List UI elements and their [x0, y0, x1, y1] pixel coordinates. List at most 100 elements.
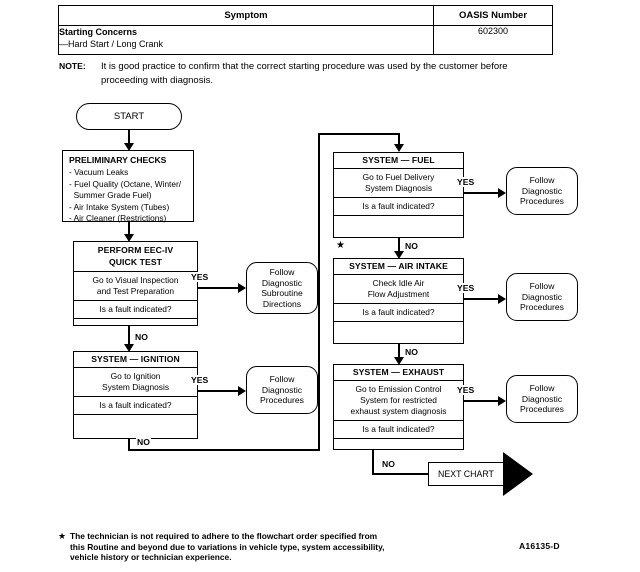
arrowhead-down-ignition: [124, 344, 134, 352]
flow-node-follow-procedures-ignition[interactable]: Follow Diagnostic Procedures: [246, 366, 318, 414]
column-header-oasis-number: OASIS Number: [433, 5, 553, 26]
footnote-line-2: this Routine and beyond due to variation…: [70, 541, 385, 552]
exhaust-action-line2: System for restricted: [360, 395, 437, 405]
exhaust-action-line3: exhaust system diagnosis: [350, 406, 447, 416]
exhaust-action: Go to Emission Control System for restri…: [334, 381, 463, 421]
procedures2-line-1: Follow: [529, 175, 555, 186]
air-intake-yes-label: YES: [456, 283, 476, 293]
arrowhead-down-fuel: [394, 144, 404, 152]
procedures4-line-3: Procedures: [520, 404, 564, 415]
exhaust-header: SYSTEM — EXHAUST: [334, 365, 463, 381]
flow-node-system-air-intake[interactable]: SYSTEM — AIR INTAKE Check Idle Air Flow …: [333, 258, 464, 344]
ignition-no-label: NO: [136, 437, 151, 447]
air-intake-action: Check Idle Air Flow Adjustment: [334, 275, 463, 304]
air-intake-header: SYSTEM — AIR INTAKE: [334, 259, 463, 275]
air-intake-action-line1: Check Idle Air: [372, 278, 425, 288]
preliminary-checks-item-1: - Fuel Quality (Octane, Winter/: [69, 178, 182, 189]
ignition-header: SYSTEM — IGNITION: [74, 352, 197, 368]
air-intake-action-line2: Flow Adjustment: [367, 289, 430, 299]
connector-ignition-no-down: [128, 439, 130, 451]
next-chart-arrow-icon: [503, 452, 533, 496]
preliminary-checks-item-3: - Air Intake System (Tubes): [69, 201, 170, 212]
flow-node-quick-test[interactable]: PERFORM EEC-IV QUICK TEST Go to Visual I…: [73, 241, 198, 326]
quick-test-action: Go to Visual Inspection and Test Prepara…: [74, 272, 197, 301]
fuel-action-line1: Go to Fuel Delivery: [362, 172, 435, 182]
quick-test-action-line1: Go to Visual Inspection: [92, 275, 179, 285]
procedures4-terminal-text: Follow Diagnostic Procedures: [520, 383, 564, 415]
procedures1-line-3: Procedures: [260, 395, 304, 406]
arrowhead-right-procedures4: [498, 396, 506, 406]
flow-node-follow-procedures-air-intake[interactable]: Follow Diagnostic Procedures: [506, 273, 578, 321]
table-row: Starting Concerns —Hard Start / Long Cra…: [58, 25, 553, 55]
preliminary-checks-item-4: - Air Cleaner (Restrictions): [69, 213, 167, 224]
procedures3-line-1: Follow: [529, 281, 555, 292]
quick-test-header: PERFORM EEC-IV QUICK TEST: [74, 242, 197, 272]
symptom-cell: Starting Concerns —Hard Start / Long Cra…: [58, 25, 434, 55]
quick-test-yes-label: YES: [190, 272, 210, 282]
preliminary-checks-item-0: - Vacuum Leaks: [69, 167, 129, 178]
preliminary-checks-title: PRELIMINARY CHECKS: [69, 155, 167, 165]
fuel-no-label: NO: [404, 241, 419, 251]
footnote-block: ★ The technician is not required to adhe…: [58, 531, 418, 563]
subroutine-line-3: Subroutine: [261, 288, 303, 298]
arrowhead-right-procedures1: [238, 386, 246, 396]
connector-prelim-to-quicktest: [128, 222, 130, 237]
column-header-symptom: Symptom: [58, 5, 434, 26]
fuel-yes-label: YES: [456, 177, 476, 187]
flow-node-system-fuel[interactable]: SYSTEM — FUEL Go to Fuel Delivery System…: [333, 152, 464, 238]
connector-ignition-yes: [198, 390, 240, 392]
procedures2-line-2: Diagnostic: [521, 185, 563, 196]
note-label: NOTE:: [58, 60, 87, 74]
air-intake-no-label: NO: [404, 347, 419, 357]
connector-quicktest-no: [128, 326, 130, 348]
flow-node-start[interactable]: START: [76, 103, 182, 130]
fuel-question: Is a fault indicated?: [334, 198, 463, 216]
flow-node-follow-subroutine-directions[interactable]: Follow Diagnostic Subroutine Directions: [246, 262, 318, 314]
quick-test-header-line1: PERFORM EEC-IV: [97, 245, 174, 255]
note-block: NOTE: It is good practice to confirm tha…: [58, 60, 538, 87]
figure-code: A16135-D: [519, 541, 560, 551]
flow-node-next-chart[interactable]: NEXT CHART: [428, 462, 504, 486]
procedures3-terminal-text: Follow Diagnostic Procedures: [520, 281, 564, 313]
connector-fuel-no: [398, 238, 400, 255]
flow-node-system-exhaust[interactable]: SYSTEM — EXHAUST Go to Emission Control …: [333, 364, 464, 450]
start-label: START: [113, 111, 145, 122]
quick-test-question: Is a fault indicated?: [74, 301, 197, 319]
star-marker-air-intake: ★: [336, 240, 345, 251]
footnote-line-1: The technician is not required to adhere…: [70, 531, 378, 541]
fuel-header: SYSTEM — FUEL: [334, 153, 463, 169]
air-intake-question: Is a fault indicated?: [334, 304, 463, 322]
flow-node-follow-procedures-exhaust[interactable]: Follow Diagnostic Procedures: [506, 375, 578, 423]
subroutine-terminal-text: Follow Diagnostic Subroutine Directions: [261, 267, 303, 309]
arrowhead-right-procedures2: [498, 188, 506, 198]
flow-node-system-ignition[interactable]: SYSTEM — IGNITION Go to Ignition System …: [73, 351, 198, 439]
ignition-action-line1: Go to Ignition: [110, 371, 161, 381]
connector-airintake-no: [398, 344, 400, 361]
table-header-row: Symptom OASIS Number: [58, 5, 553, 26]
next-chart-label: NEXT CHART: [438, 469, 494, 479]
flow-node-follow-procedures-fuel[interactable]: Follow Diagnostic Procedures: [506, 167, 578, 215]
arrowhead-down-quicktest: [124, 234, 134, 242]
ignition-question: Is a fault indicated?: [74, 397, 197, 415]
quick-test-header-line2: QUICK TEST: [108, 257, 163, 267]
procedures1-terminal-text: Follow Diagnostic Procedures: [260, 374, 304, 406]
exhaust-yes-label: YES: [456, 385, 476, 395]
flow-node-preliminary-checks[interactable]: PRELIMINARY CHECKS - Vacuum Leaks - Fuel…: [62, 150, 194, 224]
connector-start-to-prelim: [128, 130, 130, 146]
footnote-line-3: vehicle history or technician experience…: [70, 552, 232, 563]
subroutine-line-4: Directions: [262, 298, 302, 309]
procedures4-line-1: Follow: [529, 383, 555, 394]
subroutine-line-1: Follow: [269, 267, 295, 277]
exhaust-no-label: NO: [381, 459, 396, 469]
arrowhead-down-airintake: [394, 251, 404, 259]
connector-quicktest-yes: [198, 287, 240, 289]
fuel-action: Go to Fuel Delivery System Diagnosis: [334, 169, 463, 198]
footnote-star-icon: ★: [58, 531, 67, 541]
connector-exhaust-no-down: [372, 450, 374, 475]
procedures3-line-2: Diagnostic: [521, 291, 563, 302]
arrowhead-right-subroutine: [238, 283, 246, 293]
connector-into-fuel: [398, 133, 400, 146]
ignition-action-line2: System Diagnosis: [101, 382, 170, 392]
exhaust-question: Is a fault indicated?: [334, 421, 463, 439]
quick-test-no-label: NO: [134, 332, 149, 342]
